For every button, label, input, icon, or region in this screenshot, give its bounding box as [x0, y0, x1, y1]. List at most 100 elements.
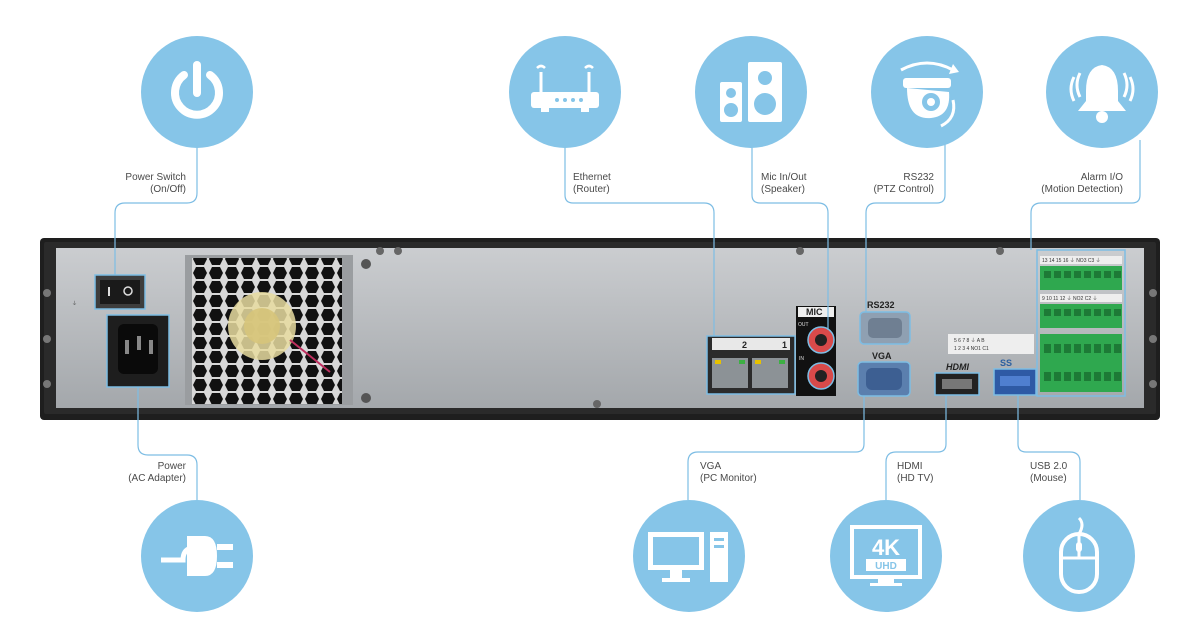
mic-in-label: IN — [799, 356, 804, 362]
screw — [376, 247, 384, 255]
vga-label-line1: VGA — [700, 461, 722, 472]
router-icon — [531, 64, 599, 112]
screw — [1149, 289, 1157, 297]
alarm-mid-label-strip — [1040, 294, 1122, 302]
pc-monitor-icon — [648, 532, 728, 582]
screw — [996, 247, 1004, 255]
switch-off-mark — [123, 286, 133, 296]
uhd-text: UHD — [875, 561, 897, 572]
ethernet-label-strip — [712, 338, 790, 350]
eth-led — [755, 360, 761, 364]
usb-circle — [1023, 500, 1135, 612]
mouse-icon — [1059, 516, 1099, 594]
ethernet-label-line1: Ethernet — [573, 172, 611, 183]
vga-label: VGA — [872, 351, 892, 361]
screw — [1149, 380, 1157, 388]
rs232-label-line1: RS232 — [903, 172, 934, 183]
line-ethernet — [564, 145, 715, 336]
screw — [394, 247, 402, 255]
nvr-device: ⏚ 2 1 MIC OUT IN RS232 VGA — [40, 238, 1160, 420]
alarm-low-label — [948, 334, 1034, 354]
ground-symbol: ⏚ — [72, 300, 77, 307]
power-label-line2: (AC Adapter) — [128, 473, 186, 484]
screw — [593, 400, 601, 408]
mic-out-label: OUT — [798, 322, 809, 328]
line-rs232 — [865, 140, 946, 312]
fan-wire — [289, 339, 331, 373]
ethernet-label: Ethernet (Router) — [573, 172, 683, 196]
alarm-io-terminals[interactable] — [1036, 249, 1126, 397]
mic-label-line2: (Speaker) — [761, 184, 805, 195]
alarm-low-bottom-labels: 1 2 3 4 NO1 C1 — [954, 346, 989, 352]
fan-hub-center — [244, 308, 280, 344]
4k-text: 4K — [872, 535, 900, 560]
line-mic — [751, 140, 829, 330]
eth-led — [779, 360, 785, 364]
usb-label: SS — [1000, 358, 1012, 368]
usb-label-text: USB 2.0 (Mouse) — [1030, 461, 1110, 485]
eth-led — [715, 360, 721, 364]
mic-circle — [695, 36, 807, 148]
switch-on-mark — [108, 287, 110, 296]
alarm-label-text: Alarm I/O (Motion Detection) — [1010, 172, 1123, 196]
hdmi-label-line1: HDMI — [897, 461, 923, 472]
usb-label-line2: (Mouse) — [1030, 473, 1067, 484]
usb-label-line1: USB 2.0 — [1030, 461, 1068, 472]
hdmi-circle: 4K UHD — [830, 500, 942, 612]
4k-uhd-icon: 4K UHD — [850, 525, 922, 586]
vga-circle — [633, 500, 745, 612]
line-power — [137, 387, 198, 500]
callout-lines — [114, 140, 1141, 500]
line-alarm — [1030, 140, 1141, 250]
screw — [43, 289, 51, 297]
power-label-text: Power (AC Adapter) — [80, 461, 186, 485]
ethernet-label-line2: (Router) — [573, 184, 610, 195]
eth-led — [739, 360, 745, 364]
power-switch-circle — [141, 36, 253, 148]
alarm-label-line1: Alarm I/O — [1080, 172, 1123, 183]
screw — [1149, 335, 1157, 343]
line-power-switch — [114, 140, 198, 275]
rs232-pins — [868, 318, 902, 338]
audio-out-hole — [815, 334, 827, 346]
alarm-top-labels: 13 14 15 16 ⏚ NO3 C3 ⏚ — [1042, 257, 1101, 264]
line-hdmi — [885, 395, 947, 500]
fan-screw — [361, 259, 371, 269]
line-vga — [687, 396, 865, 500]
alarm-circle — [1046, 36, 1158, 148]
alarm-mid-labels: 9 10 11 12 ⏚ NO2 C2 ⏚ — [1042, 295, 1098, 302]
mic-label: MIC — [806, 307, 823, 317]
hdmi-label-line2: (HD TV) — [897, 473, 934, 484]
screw — [796, 247, 804, 255]
power-switch-label-line1: Power Switch — [125, 172, 186, 183]
power-switch-label-line2: (On/Off) — [150, 184, 186, 195]
alarm-label-line2: (Motion Detection) — [1041, 184, 1123, 195]
ac-pin — [149, 340, 153, 354]
hdmi-label: HDMI — [946, 362, 969, 372]
terminal-screws — [1044, 271, 1121, 381]
ethernet-circle — [509, 36, 621, 148]
terminal-block-3 — [1040, 334, 1122, 392]
audio-in-hole — [815, 370, 827, 382]
line-usb — [1017, 395, 1081, 500]
eth-port-2-label: 2 — [742, 340, 747, 350]
rs232-label-line2: (PTZ Control) — [873, 184, 934, 195]
vga-label-line2: (PC Monitor) — [700, 473, 757, 484]
vga-label-text: VGA (PC Monitor) — [700, 461, 800, 485]
plug-icon — [161, 536, 233, 576]
ac-pin — [125, 340, 129, 354]
speaker-icon — [720, 62, 782, 122]
eth-port-1-label: 1 — [782, 340, 787, 350]
rs232-circle — [871, 36, 983, 148]
screw — [43, 380, 51, 388]
mic-label-strip — [798, 307, 834, 317]
alarm-low-top-labels: 5 6 7 8 ⏚ A B — [954, 337, 985, 344]
screw — [43, 335, 51, 343]
power-icon — [171, 61, 223, 119]
fan-screw — [361, 393, 371, 403]
vga-pins — [866, 368, 902, 390]
hdmi-label-text: HDMI (HD TV) — [897, 461, 977, 485]
power-switch-rocker — [100, 280, 140, 304]
power-switch-label: Power Switch (On/Off) — [80, 172, 186, 196]
